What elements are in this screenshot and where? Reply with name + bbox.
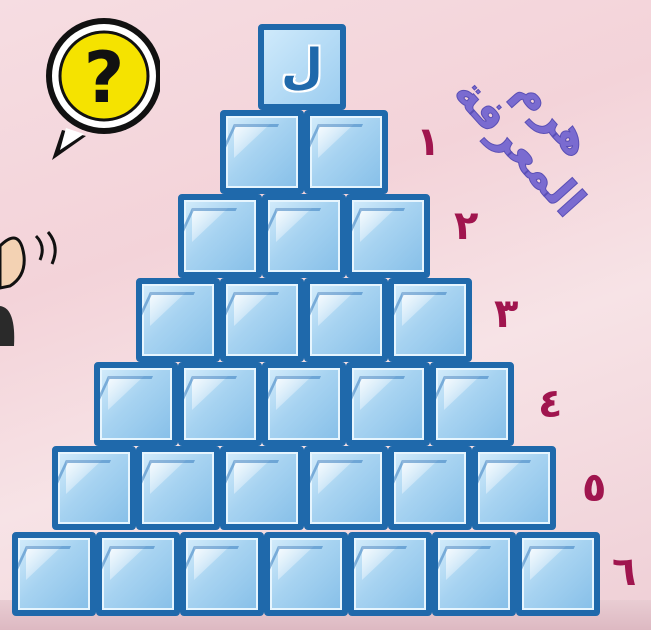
row-5-tile-6[interactable] — [472, 446, 556, 530]
row-5-tile-4[interactable] — [304, 446, 388, 530]
row-3-tile-4[interactable] — [388, 278, 472, 362]
thinking-character-icon — [0, 216, 70, 346]
row-6-tile-1[interactable] — [12, 532, 96, 616]
pyramid-top-tile: ل — [258, 24, 346, 110]
row-3-tile-1[interactable] — [136, 278, 220, 362]
row-2-tile-2[interactable] — [262, 194, 346, 278]
top-letter: ل — [281, 43, 323, 91]
row-5-tile-3[interactable] — [220, 446, 304, 530]
row-2-tile-1[interactable] — [178, 194, 262, 278]
row-4-tile-1[interactable] — [94, 362, 178, 446]
row-number-3: ٣ — [494, 294, 518, 334]
row-number-6: ٦ — [612, 552, 636, 592]
row-1-tile-1[interactable] — [220, 110, 304, 194]
row-6-tile-5[interactable] — [348, 532, 432, 616]
row-5-tile-1[interactable] — [52, 446, 136, 530]
row-2-tile-3[interactable] — [346, 194, 430, 278]
row-6-tile-7[interactable] — [516, 532, 600, 616]
row-5-tile-5[interactable] — [388, 446, 472, 530]
row-6-tile-6[interactable] — [432, 532, 516, 616]
row-number-2: ٢ — [454, 206, 478, 246]
row-4-tile-2[interactable] — [178, 362, 262, 446]
row-3-tile-2[interactable] — [220, 278, 304, 362]
row-5-tile-2[interactable] — [136, 446, 220, 530]
row-number-1: ١ — [416, 122, 440, 162]
row-1-tile-2[interactable] — [304, 110, 388, 194]
question-bubble-icon: ? — [40, 10, 160, 160]
row-number-4: ٤ — [538, 384, 562, 424]
row-4-tile-4[interactable] — [346, 362, 430, 446]
row-3-tile-3[interactable] — [304, 278, 388, 362]
row-6-tile-3[interactable] — [180, 532, 264, 616]
row-6-tile-4[interactable] — [264, 532, 348, 616]
row-4-tile-3[interactable] — [262, 362, 346, 446]
row-number-5: ٥ — [582, 468, 606, 508]
row-6-tile-2[interactable] — [96, 532, 180, 616]
row-4-tile-5[interactable] — [430, 362, 514, 446]
question-mark: ? — [84, 37, 125, 119]
